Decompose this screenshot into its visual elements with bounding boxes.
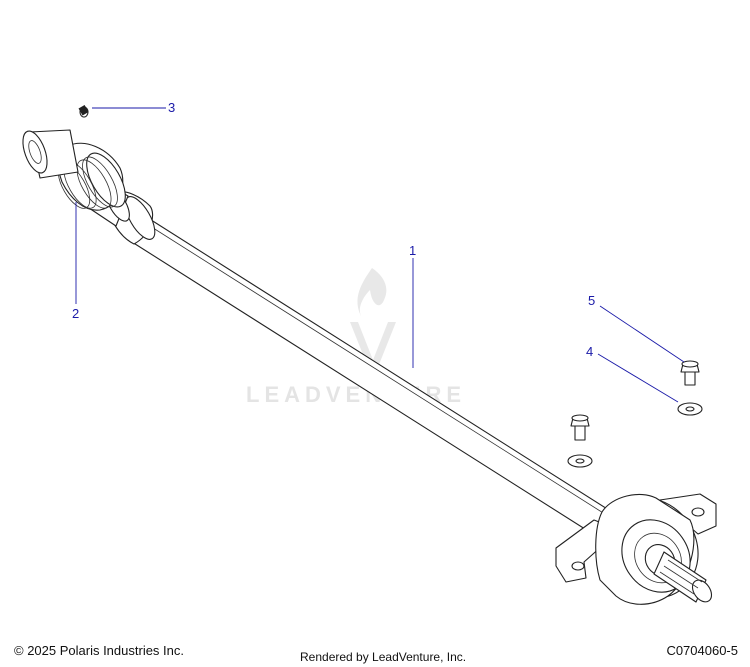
grease-fitting — [78, 105, 89, 118]
callout-5[interactable]: 5 — [588, 293, 595, 308]
v-logo-icon — [350, 322, 396, 372]
figure-id: C0704060-5 — [666, 643, 738, 658]
flame-logo-icon — [357, 268, 387, 318]
rendered-by-text: Rendered by LeadVenture, Inc. — [300, 650, 467, 664]
washer-upper — [677, 402, 703, 416]
front-yoke-assembly — [22, 129, 126, 211]
callout-2[interactable]: 2 — [72, 306, 79, 321]
callout-3[interactable]: 3 — [168, 100, 175, 115]
copyright-text: © 2025 Polaris Industries Inc. — [14, 643, 184, 658]
bolt-lower — [570, 414, 590, 441]
washer-lower — [567, 454, 593, 468]
bolt-upper — [680, 360, 700, 386]
leader-line-4 — [597, 353, 679, 403]
carrier-bearing-bracket — [555, 493, 717, 605]
leader-line-5 — [599, 305, 685, 363]
drive-shaft — [85, 177, 613, 537]
callout-4[interactable]: 4 — [586, 344, 593, 359]
callout-1[interactable]: 1 — [409, 243, 416, 258]
leadventure-watermark: LEADVENTURE — [246, 268, 461, 407]
